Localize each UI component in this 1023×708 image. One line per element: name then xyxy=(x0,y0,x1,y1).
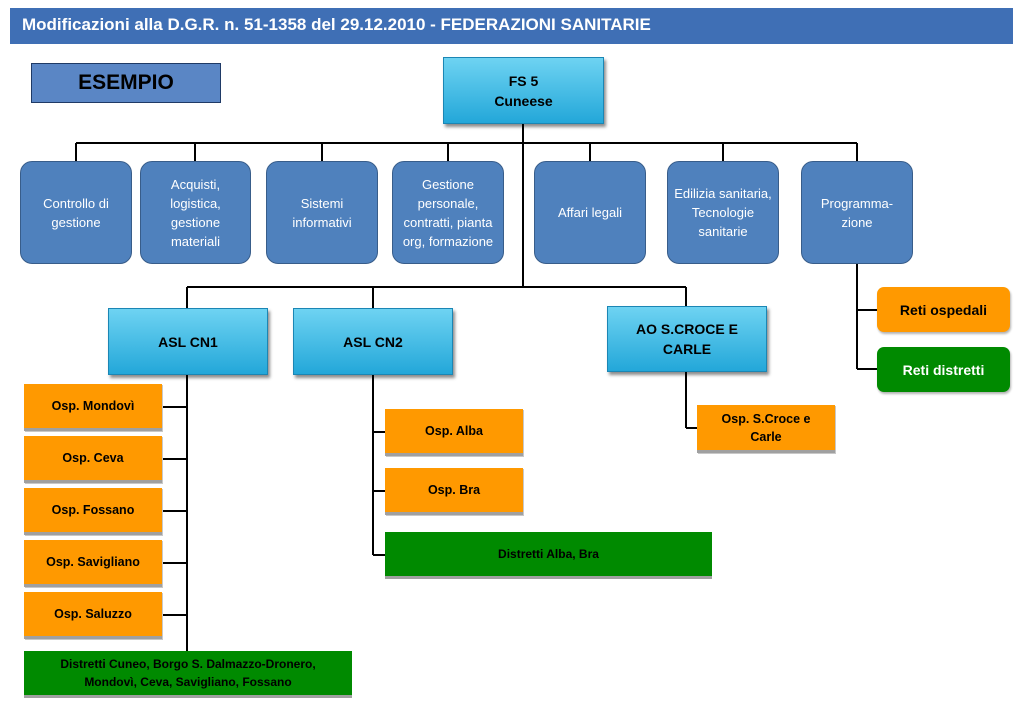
department-controllo: Controllo di gestione xyxy=(20,161,132,264)
hospital-s-croce: Osp. S.Croce e Carle xyxy=(697,405,835,453)
root-node: FS 5 Cuneese xyxy=(443,57,604,124)
hospital-mondovi: Osp. Mondovì xyxy=(24,384,162,431)
hospital-saluzzo: Osp. Saluzzo xyxy=(24,592,162,639)
hospital-bra: Osp. Bra xyxy=(385,468,523,515)
hospital-ceva: Osp. Ceva xyxy=(24,436,162,483)
districts-cn1-box: Distretti Cuneo, Borgo S. Dalmazzo-Drone… xyxy=(24,651,352,698)
department-affari-legali: Affari legali xyxy=(534,161,646,264)
hospital-savigliano: Osp. Savigliano xyxy=(24,540,162,587)
reti-ospedali-box: Reti ospedali xyxy=(877,287,1010,332)
hospital-fossano: Osp. Fossano xyxy=(24,488,162,535)
root-label-line2: Cuneese xyxy=(494,92,553,109)
root-label-line1: FS 5 xyxy=(508,72,539,89)
department-sistemi: Sistemi informativi xyxy=(266,161,378,264)
department-acquisti: Acquisti, logistica, gestione materiali xyxy=(140,161,251,264)
hospital-alba: Osp. Alba xyxy=(385,409,523,456)
asl-cn2-node: ASL CN2 xyxy=(293,308,453,375)
districts-cn2-box: Distretti Alba, Bra xyxy=(385,532,712,579)
department-programmazione: Programma-zione xyxy=(801,161,913,264)
page-title: Modificazioni alla D.G.R. n. 51-1358 del… xyxy=(10,8,1013,44)
asl-cn1-node: ASL CN1 xyxy=(108,308,268,375)
example-label: ESEMPIO xyxy=(31,63,221,103)
reti-distretti-box: Reti distretti xyxy=(877,347,1010,392)
department-gestione-personale: Gestione personale, contratti, pianta or… xyxy=(392,161,504,264)
department-edilizia: Edilizia sanitaria, Tecnologie sanitarie xyxy=(667,161,779,264)
ao-node: AO S.CROCE E CARLE xyxy=(607,306,767,372)
